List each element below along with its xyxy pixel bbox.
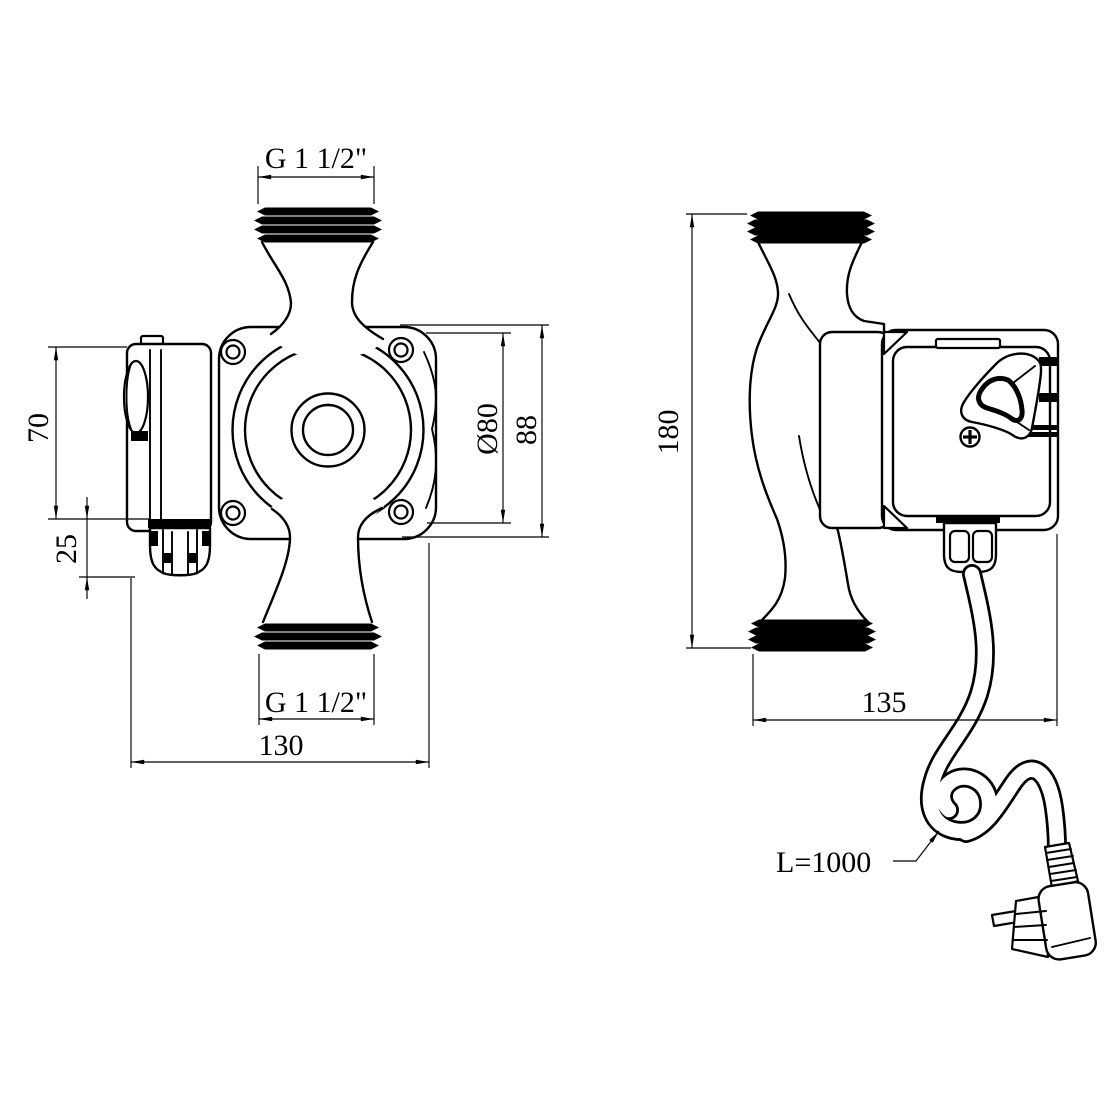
side-bottom-thread	[748, 619, 876, 652]
top-port	[254, 207, 385, 358]
side-top-thread	[747, 211, 875, 244]
side-view-dimensions: 180 135 L=1000	[652, 213, 1058, 879]
stator-flange	[818, 330, 892, 530]
hub-bore-circle	[301, 403, 355, 457]
dim-top-thread-label: G 1 1/2"	[265, 142, 367, 175]
volute-contour-2	[798, 435, 822, 513]
flange-edge-contour	[423, 351, 438, 509]
side-view: 180 135 L=1000	[652, 211, 1097, 961]
power-plug	[990, 841, 1097, 961]
dim-gland-height-label: 25	[50, 534, 83, 564]
speed-selector-knob	[960, 352, 1043, 440]
dim-flange-height-label: 88	[510, 415, 543, 445]
selector-knob-profile	[122, 359, 150, 435]
dim-overall-width-label: 130	[259, 729, 304, 762]
housing-clip-top	[882, 330, 909, 356]
front-view-dimensions: G 1 1/2" G 1 1/2" 130 70 25	[22, 142, 549, 768]
cable-gland-front	[148, 526, 212, 577]
power-cable	[919, 564, 1067, 860]
housing-top-notch	[934, 337, 1002, 350]
dim-overall-height-label: 180	[652, 410, 685, 455]
dim-motor-diameter-label: Ø80	[471, 403, 504, 455]
cable-length-leader	[893, 830, 940, 862]
dim-box-height-label: 70	[22, 413, 55, 443]
dim-overall-depth-label: 135	[862, 686, 907, 719]
top-thread	[254, 207, 382, 243]
terminal-box	[122, 334, 213, 533]
phillips-screw-icon	[959, 426, 981, 448]
bottom-thread	[254, 623, 382, 650]
dim-cable-length-label: L=1000	[776, 846, 871, 879]
cable-gland-side	[936, 515, 1000, 574]
housing-clip-bottom	[882, 504, 909, 530]
speed-setting-marks	[1022, 357, 1057, 437]
front-view: G 1 1/2" G 1 1/2" 130 70 25	[22, 142, 549, 768]
knob-pointer	[976, 375, 1025, 424]
bottom-port	[254, 490, 384, 650]
plug-body	[1037, 881, 1097, 961]
dim-bottom-thread-label: G 1 1/2"	[265, 686, 367, 719]
flange-bolt-holes	[219, 336, 415, 527]
volute-contour	[788, 293, 822, 345]
